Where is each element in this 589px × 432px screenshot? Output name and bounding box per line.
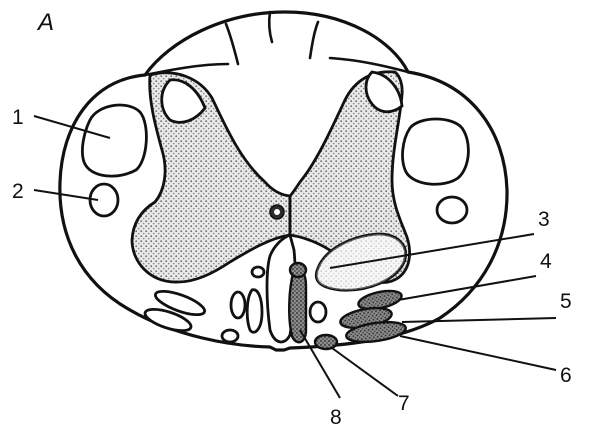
ventral-left-small-2 [222,330,238,342]
label-3: 3 [538,208,550,231]
ventral-left-slit [247,290,262,333]
tract-7 [315,335,337,349]
label-1: 1 [12,106,24,129]
tract-8 [289,269,306,342]
tract-small-oval [310,302,326,322]
right-lateral-oval [403,119,469,184]
panel-label: А [36,9,54,36]
leader-7 [332,348,398,396]
leader-6 [400,336,556,370]
right-small-oval [437,197,467,223]
label-5: 5 [560,290,572,313]
central-canal-lumen [274,209,280,215]
tract-8-top [290,263,306,277]
label-4: 4 [540,250,552,273]
label-6: 6 [560,364,572,387]
ventral-left-small-1 [231,292,245,318]
tract-1-oval [82,105,146,176]
label-8: 8 [330,406,342,429]
label-7: 7 [398,392,410,415]
ventral-left-dot [252,267,264,277]
label-2: 2 [12,180,24,203]
